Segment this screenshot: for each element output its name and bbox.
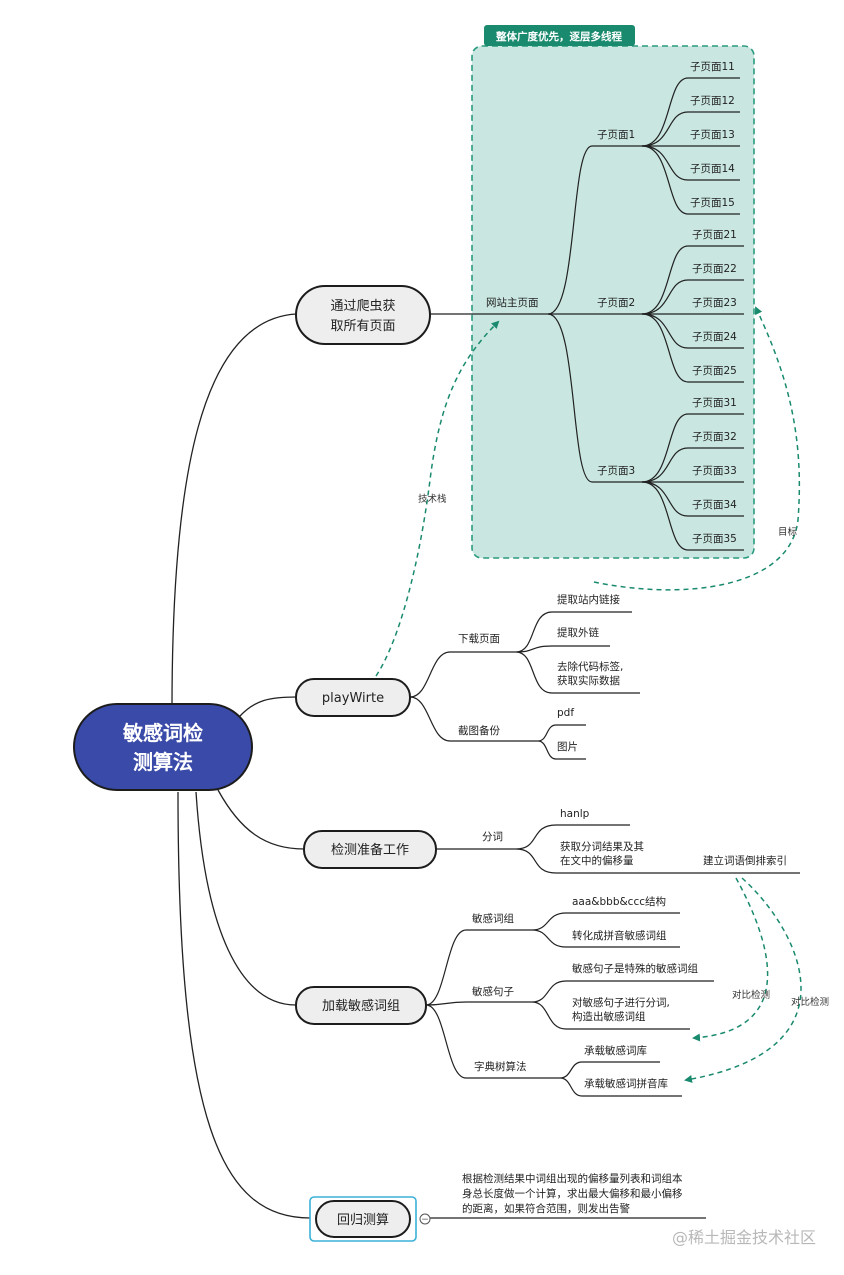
trie-label: 字典树算法: [474, 1060, 527, 1073]
regress-desc-line2: 身总长度做一个计算，求出最大偏移和最小偏移: [462, 1187, 683, 1200]
segment-sentence-label-1: 对敏感句子进行分词,: [572, 996, 670, 1009]
seg-label: 分词: [482, 831, 503, 843]
page2-label: 子页面2: [597, 297, 635, 309]
target-annotation: 目标: [778, 526, 798, 538]
load-label: 加载敏感词组: [322, 998, 400, 1014]
load-to-group: [425, 929, 532, 1006]
tech-annotation: 技术栈: [418, 493, 447, 505]
download-label: 下载页面: [458, 633, 500, 645]
play-to-screenshot: [409, 696, 538, 742]
segment-sentence-label-2: 构造出敏感词组: [572, 1010, 646, 1023]
compare1-arrow: [692, 877, 769, 1042]
page13-label: 子页面13: [690, 129, 735, 141]
root-label-line1: 敏感词检: [122, 721, 203, 745]
root-to-play: [239, 696, 297, 717]
page33-label: 子页面33: [692, 465, 737, 477]
page35-label: 子页面35: [692, 533, 737, 545]
group-label: 敏感词组: [472, 912, 514, 925]
image-label: 图片: [557, 740, 578, 753]
crawl-label-line1: 通过爬虫获: [330, 299, 395, 314]
trie-children: [559, 1061, 682, 1097]
prep-label: 检测准备工作: [331, 842, 409, 858]
sentence-label: 敏感句子: [472, 985, 514, 998]
special-group-label: 敏感句子是特殊的敏感词组: [572, 962, 698, 975]
compare2-annotation: 对比检测: [791, 996, 829, 1008]
collapse-button[interactable]: [419, 1213, 431, 1225]
seg-result-label-1: 获取分词结果及其: [560, 840, 644, 853]
regress-node[interactable]: [315, 1200, 411, 1238]
load-node[interactable]: [295, 986, 427, 1025]
page12-label: 子页面12: [690, 95, 735, 107]
home-to-page3: [547, 313, 642, 483]
pinyin-lib-label: 承载敏感词拼音库: [584, 1077, 668, 1090]
collapse-icon: −: [421, 1215, 429, 1225]
compare1-annotation: 对比检测: [732, 989, 770, 1001]
page1-label: 子页面1: [597, 129, 635, 141]
root-to-crawl: [171, 313, 297, 709]
root-label-line2: 测算法: [133, 750, 193, 774]
crawl-label-line2: 取所有页面: [330, 319, 395, 334]
frame-label-bg: [484, 25, 635, 46]
page2-children: [641, 245, 744, 383]
sentence-children: [531, 980, 714, 1030]
page31-label: 子页面31: [692, 397, 737, 409]
extract-internal-label: 提取站内链接: [557, 593, 620, 606]
watermark: @稀土掘金技术社区: [672, 1228, 816, 1247]
load-to-sentence: [425, 1001, 532, 1006]
page24-label: 子页面24: [692, 331, 737, 343]
pinyin-group-label: 转化成拼音敏感词组: [572, 929, 667, 942]
seg-children: [515, 824, 800, 874]
regress-desc-line3: 的距离，如果符合范围，则发出告警: [462, 1202, 630, 1215]
regress-selection: [309, 1196, 417, 1242]
page14-label: 子页面14: [690, 163, 735, 175]
page15-label: 子页面15: [690, 197, 735, 209]
pdf-label: pdf: [557, 707, 574, 719]
frame-label: 整体广度优先，逐层多线程: [495, 30, 622, 43]
regress-desc-line1: 根据检测结果中词组出现的偏移量列表和词组本: [462, 1172, 683, 1185]
page23-label: 子页面23: [692, 297, 737, 309]
page25-label: 子页面25: [692, 365, 737, 377]
download-children: [515, 611, 640, 694]
regress-label: 回归测算: [337, 1213, 389, 1228]
seg-result-label-2: 在文中的偏移量: [560, 854, 634, 867]
compare2-arrow: [684, 877, 802, 1083]
page3-label: 子页面3: [597, 465, 635, 477]
root-to-load: [195, 791, 297, 1006]
target-arrow: [593, 306, 801, 591]
home-label: 网站主页面: [486, 296, 539, 309]
tech-arrow: [375, 320, 500, 677]
hanlp-label: hanlp: [560, 808, 590, 820]
index-label: 建立词语倒排索引: [703, 854, 787, 867]
page34-label: 子页面34: [692, 499, 737, 511]
page11-label: 子页面11: [690, 61, 735, 73]
group-children: [531, 912, 680, 948]
play-label: playWirte: [322, 691, 384, 706]
play-node[interactable]: [295, 678, 411, 717]
load-to-trie: [425, 1004, 560, 1079]
crawl-node[interactable]: [295, 285, 431, 345]
page21-label: 子页面21: [692, 229, 737, 241]
root-to-prep: [217, 789, 305, 850]
screenshot-children: [537, 724, 586, 760]
root-node[interactable]: [73, 703, 253, 791]
page3-children: [641, 413, 744, 551]
page22-label: 子页面22: [692, 263, 737, 275]
prep-node[interactable]: [303, 830, 437, 869]
page1-children: [641, 77, 740, 215]
abc-structure-label: aaa&bbb&ccc结构: [572, 895, 666, 908]
home-to-page1: [547, 145, 642, 315]
extract-external-label: 提取外链: [557, 626, 599, 639]
strip-tags-label-1: 去除代码标签,: [557, 660, 623, 673]
page32-label: 子页面32: [692, 431, 737, 443]
screenshot-label: 截图备份: [458, 724, 500, 737]
strip-tags-label-2: 获取实际数据: [557, 674, 620, 687]
word-lib-label: 承载敏感词库: [584, 1044, 647, 1057]
root-to-regress: [177, 791, 311, 1219]
play-to-download: [409, 651, 516, 698]
